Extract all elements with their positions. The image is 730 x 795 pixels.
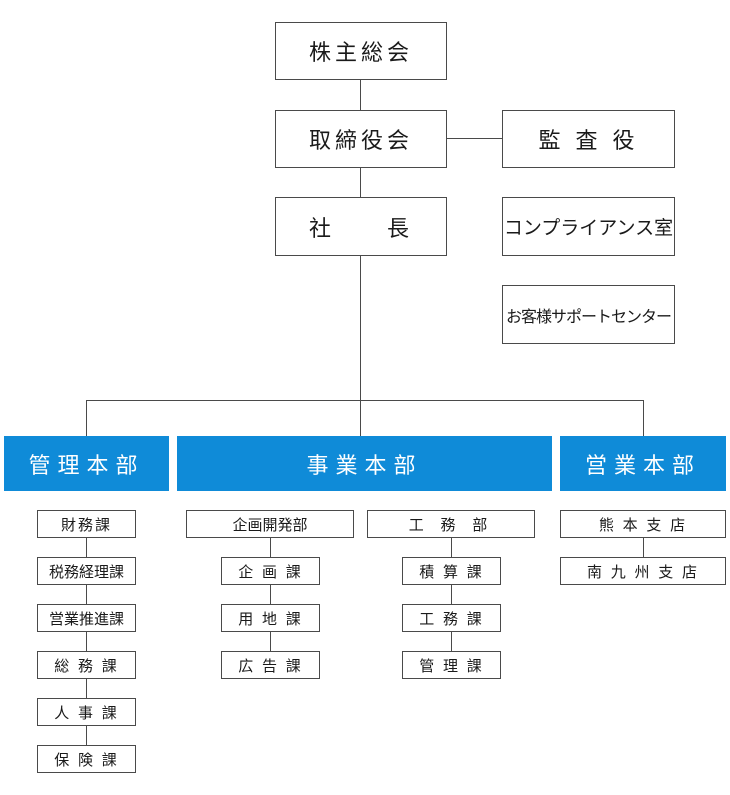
section-box: 税務経理課 xyxy=(37,557,136,585)
president-box: 社 長 xyxy=(275,197,447,256)
connector-line xyxy=(270,538,271,654)
connector-line xyxy=(451,538,452,654)
planning-division-box: 企画開発部 xyxy=(186,510,354,538)
connector-line xyxy=(447,138,502,139)
section-box: 積 算 課 xyxy=(402,557,501,585)
connector-line xyxy=(360,255,361,400)
business-department-header: 事業本部 xyxy=(177,436,552,491)
shareholders-meeting-box: 株主総会 xyxy=(275,22,447,80)
connector-line xyxy=(643,400,644,436)
section-box: 企 画 課 xyxy=(221,557,320,585)
connector-line xyxy=(86,400,643,401)
board-of-directors-box: 取締役会 xyxy=(275,110,447,168)
admin-department-header: 管理本部 xyxy=(4,436,169,491)
sales-department-header: 営業本部 xyxy=(560,436,726,491)
connector-line xyxy=(360,167,361,197)
section-box: 管 理 課 xyxy=(402,651,501,679)
branch-box: 南 九 州 支 店 xyxy=(560,557,726,585)
auditor-box: 監 査 役 xyxy=(502,110,675,168)
compliance-office-box: コンプライアンス室 xyxy=(502,197,675,256)
connector-line xyxy=(643,538,644,559)
section-box: 用 地 課 xyxy=(221,604,320,632)
customer-support-center-box: お客様サポートセンター xyxy=(502,285,675,344)
connector-line xyxy=(360,79,361,110)
connector-line xyxy=(86,538,87,748)
section-box: 営業推進課 xyxy=(37,604,136,632)
connector-line xyxy=(86,400,87,436)
branch-box: 熊 本 支 店 xyxy=(560,510,726,538)
section-box: 人 事 課 xyxy=(37,698,136,726)
section-box: 総 務 課 xyxy=(37,651,136,679)
section-box: 工 務 課 xyxy=(402,604,501,632)
engineering-division-box: 工 務 部 xyxy=(367,510,535,538)
section-box: 広 告 課 xyxy=(221,651,320,679)
section-box: 財務課 xyxy=(37,510,136,538)
connector-line xyxy=(360,400,361,436)
section-box: 保 険 課 xyxy=(37,745,136,773)
